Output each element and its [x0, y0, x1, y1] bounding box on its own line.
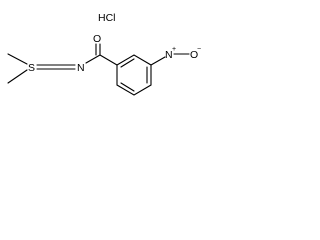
structure-canvas: HCl S N O N + O −: [0, 0, 218, 131]
methyl-bond-lower: [7, 69, 28, 84]
nitro-nitrogen-atom: N: [165, 49, 173, 61]
nitro-nitrogen-charge: +: [172, 46, 176, 53]
nitro-oxygen-atom: O: [190, 49, 198, 61]
ring-nitro-bond: [150, 56, 166, 66]
molecule-drawing: HCl S N O N + O −: [7, 12, 201, 96]
ring-inner-bond-1: [120, 58, 135, 68]
salt-label: HCl: [98, 12, 116, 24]
benzene-ring: [116, 54, 152, 96]
sulfur-atom: S: [28, 62, 35, 74]
methyl-bond-upper: [7, 53, 28, 65]
imine-nitrogen-atom: N: [77, 62, 85, 74]
n-c-bond: [85, 54, 101, 64]
carbonyl-oxygen-atom: O: [93, 33, 101, 45]
ring-inner-bond-3: [120, 82, 135, 92]
carbonyl-ring-bond: [99, 54, 118, 66]
nitro-oxygen-charge: −: [197, 46, 201, 53]
